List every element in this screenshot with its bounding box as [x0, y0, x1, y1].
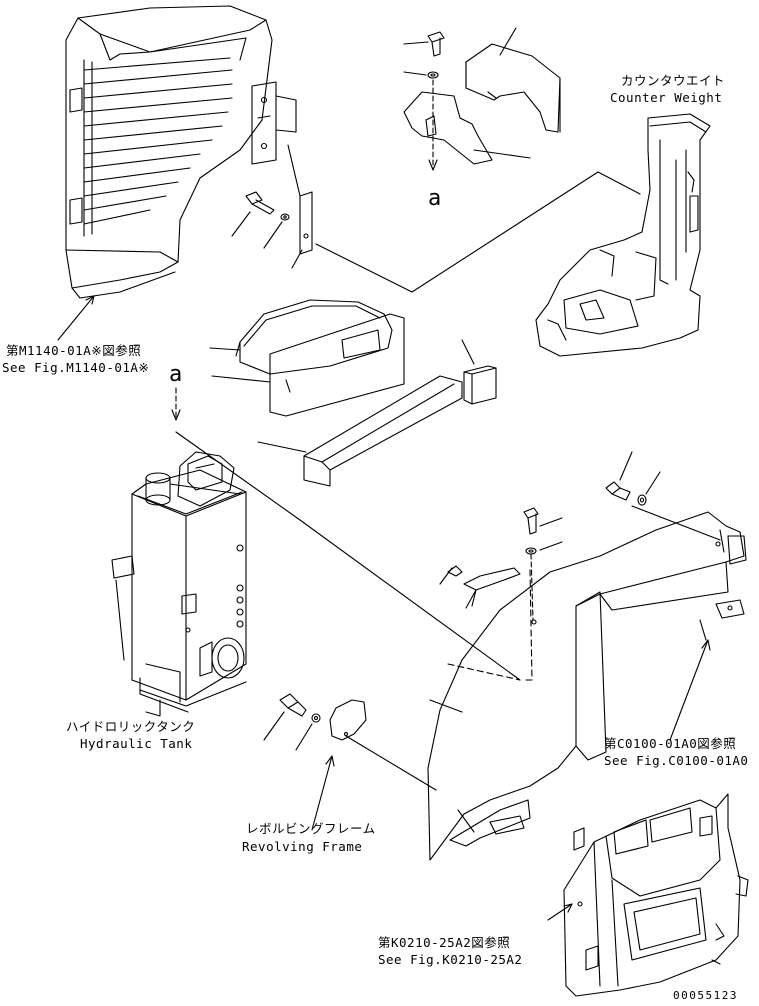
seal-block — [461, 339, 497, 405]
leader-c0100 — [669, 639, 709, 741]
top-bolt — [403, 31, 445, 79]
fig-m1140-label-jp: 第M1140-01A※図参照 — [6, 343, 142, 358]
counterweight-label-jp: カウンタウエイト — [621, 73, 726, 88]
leader-k0210-arrowhead — [563, 903, 573, 913]
curved-side-cover — [427, 511, 747, 861]
cover-bolt — [523, 507, 563, 625]
flat-panel — [211, 313, 405, 417]
frame-plate — [329, 699, 437, 791]
revolving-frame-label-en: Revolving Frame — [242, 839, 363, 854]
fig-m1140-label-en: See Fig.M1140-01A※ — [2, 360, 150, 375]
leader-m1140 — [57, 295, 95, 341]
fig-k0210-label-jp: 第K0210-25A2図参照 — [378, 935, 511, 950]
hydraulic-tank — [111, 451, 247, 717]
operator-cab — [563, 793, 749, 997]
fig-c0100-label-jp: 第C0100-01A0図参照 — [604, 736, 737, 751]
frame-bolt — [263, 693, 321, 751]
leader-m1140-arrowhead — [85, 295, 95, 305]
leader-counterweight — [315, 171, 641, 293]
marker-a-top: a — [428, 186, 442, 211]
revolving-frame-label-jp: レボルビングフレーム — [246, 821, 376, 836]
leader-c0100-arrowhead — [701, 639, 711, 651]
hydraulic-tank-label-en: Hydraulic Tank — [80, 736, 193, 751]
leader-k0210 — [547, 903, 573, 921]
bolt-left — [231, 191, 303, 269]
cover-plate — [403, 79, 531, 171]
hydraulic-tank-label-jp: ハイドロリックタンク — [66, 719, 196, 734]
marker-a-left: a — [169, 362, 183, 387]
leader-revolving-arrowhead — [325, 755, 335, 767]
fig-k0210-label-en: See Fig.K0210-25A2 — [378, 952, 523, 967]
bolt-top-right — [605, 451, 721, 541]
grille-panel — [65, 5, 297, 299]
counterweight-body — [535, 113, 711, 357]
hinge-strip — [287, 144, 313, 255]
bracket-bar — [439, 565, 521, 609]
counterweight-label-en: Counter Weight — [610, 90, 723, 105]
marker-a-left-arrow — [171, 387, 521, 681]
fig-c0100-label-en: See Fig.C0100-01A0 — [604, 753, 749, 768]
drawing-number: 00055123 — [673, 989, 738, 1002]
leader-revolving — [311, 755, 333, 831]
foam-bar — [257, 375, 463, 487]
counterweight-block — [465, 27, 561, 133]
arched-cover — [209, 299, 393, 375]
